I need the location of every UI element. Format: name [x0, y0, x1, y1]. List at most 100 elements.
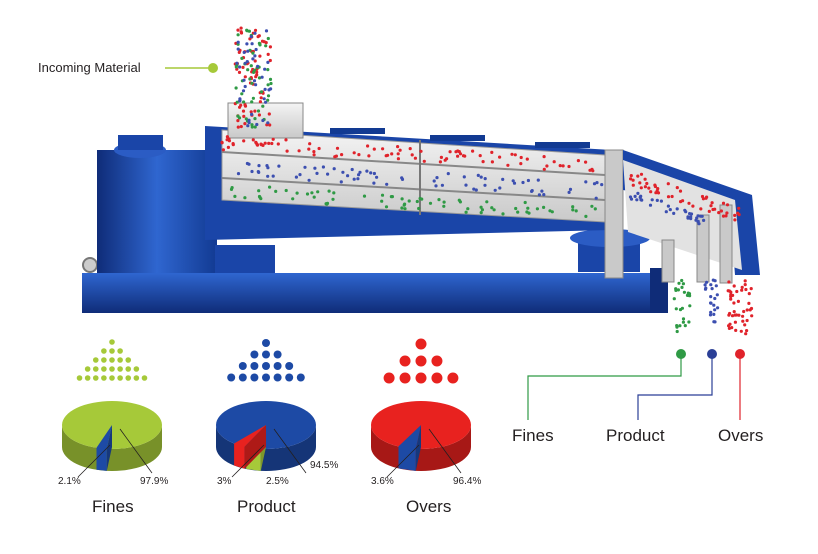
particle — [629, 174, 633, 178]
particle — [647, 186, 651, 190]
particle — [675, 329, 679, 334]
particle — [639, 186, 643, 190]
particle — [686, 216, 690, 220]
particle — [525, 210, 529, 214]
particle — [259, 90, 264, 94]
particle — [333, 155, 337, 159]
particle — [545, 164, 549, 168]
particle — [284, 138, 288, 142]
particle — [438, 160, 442, 164]
particle — [595, 181, 599, 185]
particle — [263, 67, 267, 71]
particle — [462, 175, 466, 179]
particle — [729, 297, 733, 301]
particle — [258, 100, 262, 104]
particle — [303, 165, 307, 169]
chute-red-particles — [629, 172, 741, 222]
particle — [666, 182, 670, 186]
particle — [403, 207, 407, 211]
pyramid-dot — [447, 372, 459, 384]
incoming-stream-green — [234, 28, 273, 129]
pie-leader-large — [428, 428, 462, 474]
particle — [266, 174, 270, 178]
particle — [732, 310, 736, 314]
particle — [313, 166, 317, 170]
particle — [390, 152, 394, 156]
particle — [736, 299, 741, 303]
particle — [389, 195, 393, 199]
fines-pyramid — [76, 339, 148, 381]
particle — [321, 165, 325, 169]
particle — [735, 289, 739, 294]
particle — [220, 140, 224, 144]
particle — [268, 185, 272, 189]
particle — [257, 189, 261, 193]
particle — [710, 287, 714, 291]
particle — [446, 172, 450, 176]
particle — [701, 197, 706, 201]
particle — [410, 153, 414, 157]
particle — [590, 204, 594, 208]
particle — [480, 208, 484, 212]
pyramid-dot — [109, 339, 115, 345]
particle — [727, 280, 731, 284]
pyramid-dot — [125, 357, 132, 363]
particle — [230, 186, 234, 190]
particle — [600, 183, 604, 187]
particle — [403, 202, 407, 206]
particle — [711, 207, 715, 212]
base-rail — [82, 273, 667, 313]
particle — [266, 60, 270, 64]
pyramid-dot — [383, 372, 395, 384]
particle — [709, 283, 713, 287]
particle — [435, 176, 439, 180]
motor-housing — [97, 150, 217, 273]
particle — [339, 180, 343, 184]
particle — [380, 199, 384, 203]
particle — [400, 206, 404, 210]
particle — [251, 57, 255, 61]
particle — [335, 146, 340, 150]
particle — [312, 195, 316, 199]
pie-label-fines-large: 97.9% — [140, 476, 169, 487]
particle — [238, 65, 242, 69]
particle — [242, 114, 246, 118]
particle — [407, 199, 411, 203]
particle — [732, 301, 736, 305]
particle — [707, 209, 711, 213]
chute-inner — [623, 160, 742, 270]
particle — [367, 154, 371, 158]
particle — [236, 125, 240, 129]
screen-mesh-upper — [221, 151, 606, 176]
particle — [261, 118, 265, 123]
pyramid-dot — [415, 338, 427, 350]
particle — [584, 214, 588, 218]
particle — [639, 172, 644, 176]
particle — [240, 56, 244, 61]
particle — [245, 60, 249, 64]
particle — [291, 197, 295, 201]
particle — [694, 218, 698, 222]
particle — [432, 179, 436, 183]
particle — [678, 324, 682, 328]
particle — [483, 183, 487, 187]
particle — [680, 285, 684, 289]
particle — [266, 68, 270, 72]
pyramid-dot — [399, 372, 411, 384]
particle — [417, 206, 421, 211]
particle — [253, 117, 257, 121]
pyramid-dot — [415, 372, 427, 384]
pyramid-dot — [101, 375, 107, 381]
particle — [512, 181, 517, 185]
particle — [242, 139, 246, 143]
particle — [265, 164, 269, 168]
particle — [688, 212, 692, 216]
particle — [400, 197, 404, 201]
particle — [396, 152, 400, 156]
particle — [676, 288, 681, 292]
clamp-1 — [330, 128, 385, 134]
particle — [396, 145, 400, 149]
particle — [317, 146, 321, 151]
particle — [542, 193, 546, 197]
